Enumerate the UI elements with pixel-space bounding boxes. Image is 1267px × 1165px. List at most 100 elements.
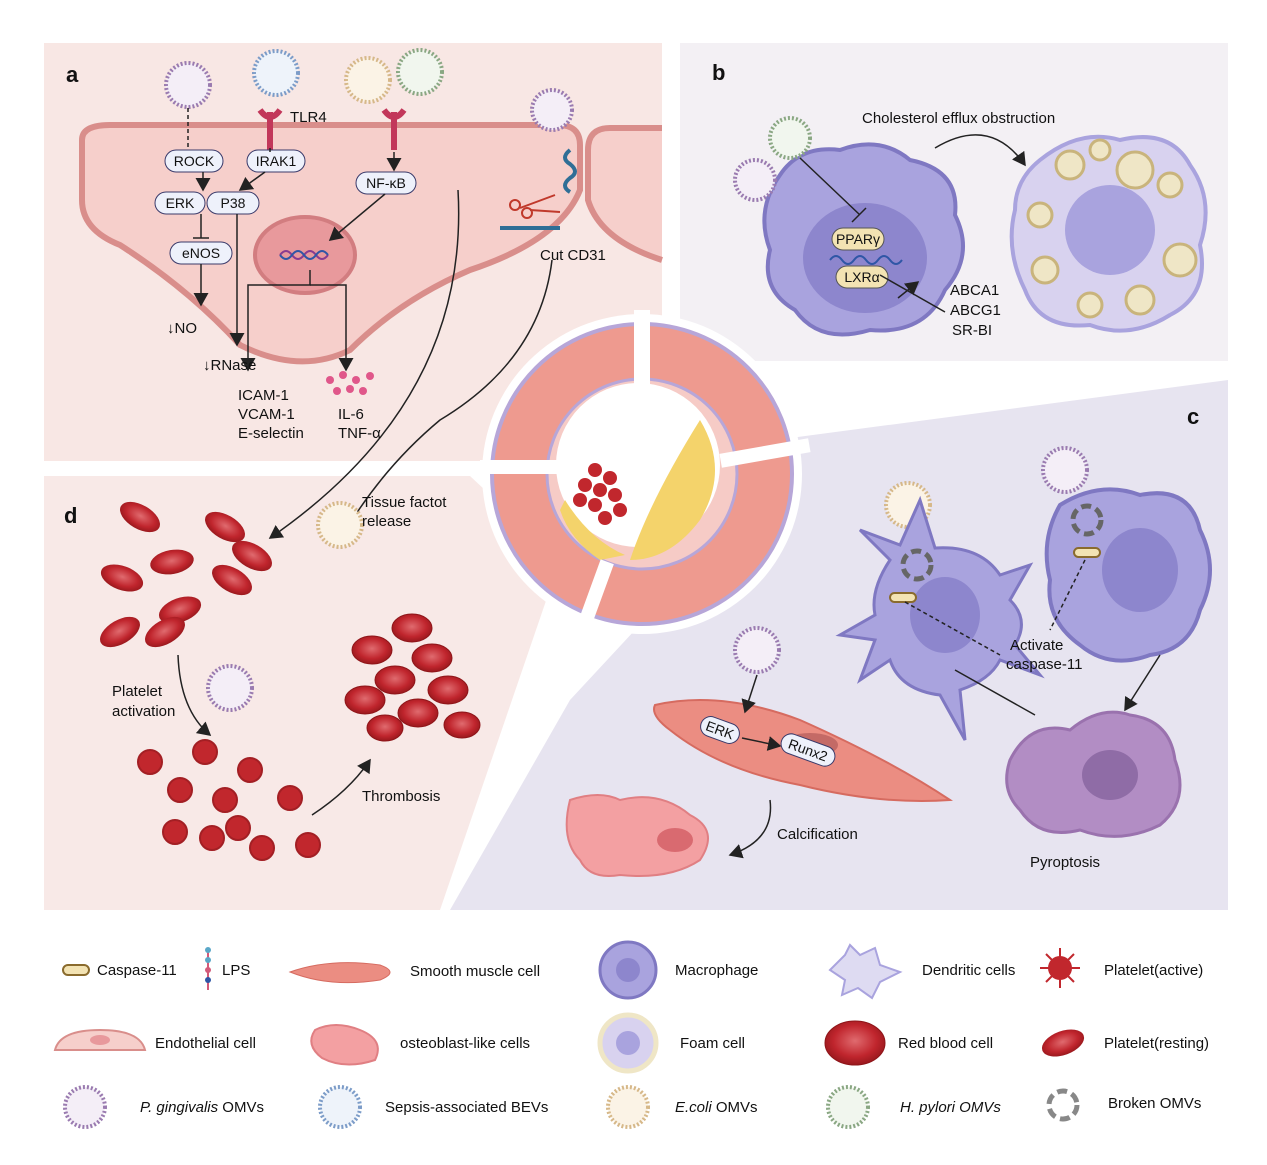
icam-label: ICAM-1 xyxy=(238,387,289,404)
pyroptosis-arrows xyxy=(954,654,1161,715)
panel-d: d Tissue factot release Platelet activat… xyxy=(64,494,481,861)
efflux-arrow xyxy=(934,134,1026,167)
calcification-arrow xyxy=(728,799,772,859)
legend-red-blood-cell: Red blood cell xyxy=(898,1035,993,1052)
cytokine-dots-icon xyxy=(326,371,374,395)
resting-platelet-icon xyxy=(1041,1029,1085,1057)
pyroptosis-label: Pyroptosis xyxy=(1030,854,1100,871)
plaque xyxy=(630,420,715,560)
active-platelets-icon xyxy=(137,739,321,861)
dendritic-nucleus xyxy=(910,577,980,653)
node-erk: ERK xyxy=(154,191,206,215)
ecoli-omv-icon xyxy=(344,56,392,104)
cut-cd31-label: Cut CD31 xyxy=(540,247,606,264)
legend-caspase-11: Caspase-11 xyxy=(97,962,177,979)
svg-text:IRAK1: IRAK1 xyxy=(256,153,297,169)
tissue-factor-label: Tissue factot xyxy=(362,494,447,511)
svg-text:P38: P38 xyxy=(221,195,246,211)
svg-text:eNOS: eNOS xyxy=(182,245,220,261)
node-nf-kb: NF-κB xyxy=(355,171,417,195)
legend-endothelial: Endothelial cell xyxy=(155,1035,256,1052)
panel-d-bg xyxy=(44,476,560,910)
broken-omv-icon xyxy=(900,503,1104,582)
abcg1-label: ABCG1 xyxy=(950,302,1001,319)
abca1-label: ABCA1 xyxy=(950,282,999,299)
activate-label: Activate xyxy=(1010,637,1063,654)
panel-a: a TLR4 ROCK xyxy=(66,48,663,541)
red-blood-cells-icon xyxy=(344,613,481,742)
p-gingivalis-omv-icon xyxy=(733,158,777,202)
p-gingivalis-omv-icon xyxy=(164,61,212,109)
cd31-icon xyxy=(500,148,577,230)
node-rock: ROCK xyxy=(164,149,224,173)
pathway-arrows xyxy=(187,108,553,541)
sepsis-bev-icon xyxy=(318,1085,362,1129)
no-output: ↓NO xyxy=(167,320,197,337)
node-p38: P38 xyxy=(206,191,260,215)
sepsis-bev-icon xyxy=(252,49,300,97)
erk-arrow xyxy=(741,674,758,714)
caspase-11-icon xyxy=(889,592,917,603)
tnf-label: TNF-α xyxy=(338,425,381,442)
legend-smooth-muscle: Smooth muscle cell xyxy=(410,963,540,980)
legend-ecoli: E.coli OMVs xyxy=(675,1099,758,1116)
p-gingivalis-omv-icon xyxy=(1041,446,1089,494)
panel-d-letter: d xyxy=(64,503,77,528)
svg-text:NF-κB: NF-κB xyxy=(366,175,406,191)
pparg-node: PPARγ xyxy=(831,227,885,251)
legend-dendritic: Dendritic cells xyxy=(922,962,1015,979)
p-gingivalis-omv-icon xyxy=(530,88,574,132)
red-blood-cell-icon xyxy=(824,1020,886,1066)
ecoli-omv-icon xyxy=(606,1085,650,1129)
osteoblast-icon xyxy=(310,1024,379,1066)
panel-b: b Cholesterol efflux obstruction PPARγ L… xyxy=(712,60,1208,339)
lxra-node: LXRα xyxy=(835,265,889,289)
p-gingivalis-omv-icon xyxy=(206,664,254,712)
foam-cell-nucleus xyxy=(1065,185,1155,275)
legend-lps: LPS xyxy=(222,962,250,979)
neighbor-cell-membrane xyxy=(585,125,663,263)
legend-foam-cell: Foam cell xyxy=(680,1035,745,1052)
caspase-11-label: caspase-11 xyxy=(1006,656,1082,673)
h-pylori-omv-icon xyxy=(826,1085,870,1129)
activation-arrow xyxy=(177,654,212,736)
legend-p-gingivalis: P. gingivalis OMVs xyxy=(140,1099,264,1116)
panel-a-letter: a xyxy=(66,62,79,87)
ecoli-omv-icon xyxy=(316,501,364,549)
e-selectin-label: E-selectin xyxy=(238,425,304,442)
panel-c: c Activate caspase-11 Pyroptosis ERK xyxy=(565,404,1212,877)
red-blood-cells-icon xyxy=(573,463,627,525)
p-gingivalis-omv-icon xyxy=(733,626,781,674)
activation-label: activation xyxy=(112,703,175,720)
tlr4-receptor-icon xyxy=(257,108,283,150)
macrophage-nucleus xyxy=(1102,528,1178,612)
legend-macrophage: Macrophage xyxy=(675,962,758,979)
platelet-label: Platelet xyxy=(112,683,163,700)
thrombosis-label: Thrombosis xyxy=(362,788,440,805)
il6-label: IL-6 xyxy=(338,406,364,423)
release-label: release xyxy=(362,513,411,530)
broken-omv-icon xyxy=(1046,1088,1080,1122)
blocked-arrow xyxy=(879,275,946,313)
legend-broken-omv: Broken OMVs xyxy=(1108,1095,1201,1112)
vcam-label: VCAM-1 xyxy=(238,406,295,423)
legend-h-pylori: H. pylori OMVs xyxy=(900,1099,1001,1116)
caspase-11-icon xyxy=(62,964,90,976)
lipid-droplets-icon xyxy=(1026,138,1198,319)
legend-platelet-resting: Platelet(resting) xyxy=(1104,1035,1209,1052)
node-enos: eNOS xyxy=(169,241,233,265)
inhibition-line xyxy=(799,157,867,223)
dendritic-icon xyxy=(828,943,903,1000)
smooth-muscle-icon xyxy=(288,962,391,984)
artery-cross-section xyxy=(480,310,811,634)
sr-bi-label: SR-BI xyxy=(952,322,992,339)
osteoblast-cell xyxy=(565,794,709,877)
svg-text:ERK: ERK xyxy=(166,195,195,211)
cholesterol-efflux-title: Cholesterol efflux obstruction xyxy=(862,110,1055,127)
h-pylori-omv-icon xyxy=(396,48,444,96)
plaque xyxy=(560,500,625,560)
legend: Caspase-11 LPS Smooth muscle cell Macrop… xyxy=(53,940,1209,1129)
panel-c-letter: c xyxy=(1187,404,1199,429)
resting-platelets-icon xyxy=(100,501,272,648)
h-pylori-omv-icon xyxy=(768,116,812,160)
